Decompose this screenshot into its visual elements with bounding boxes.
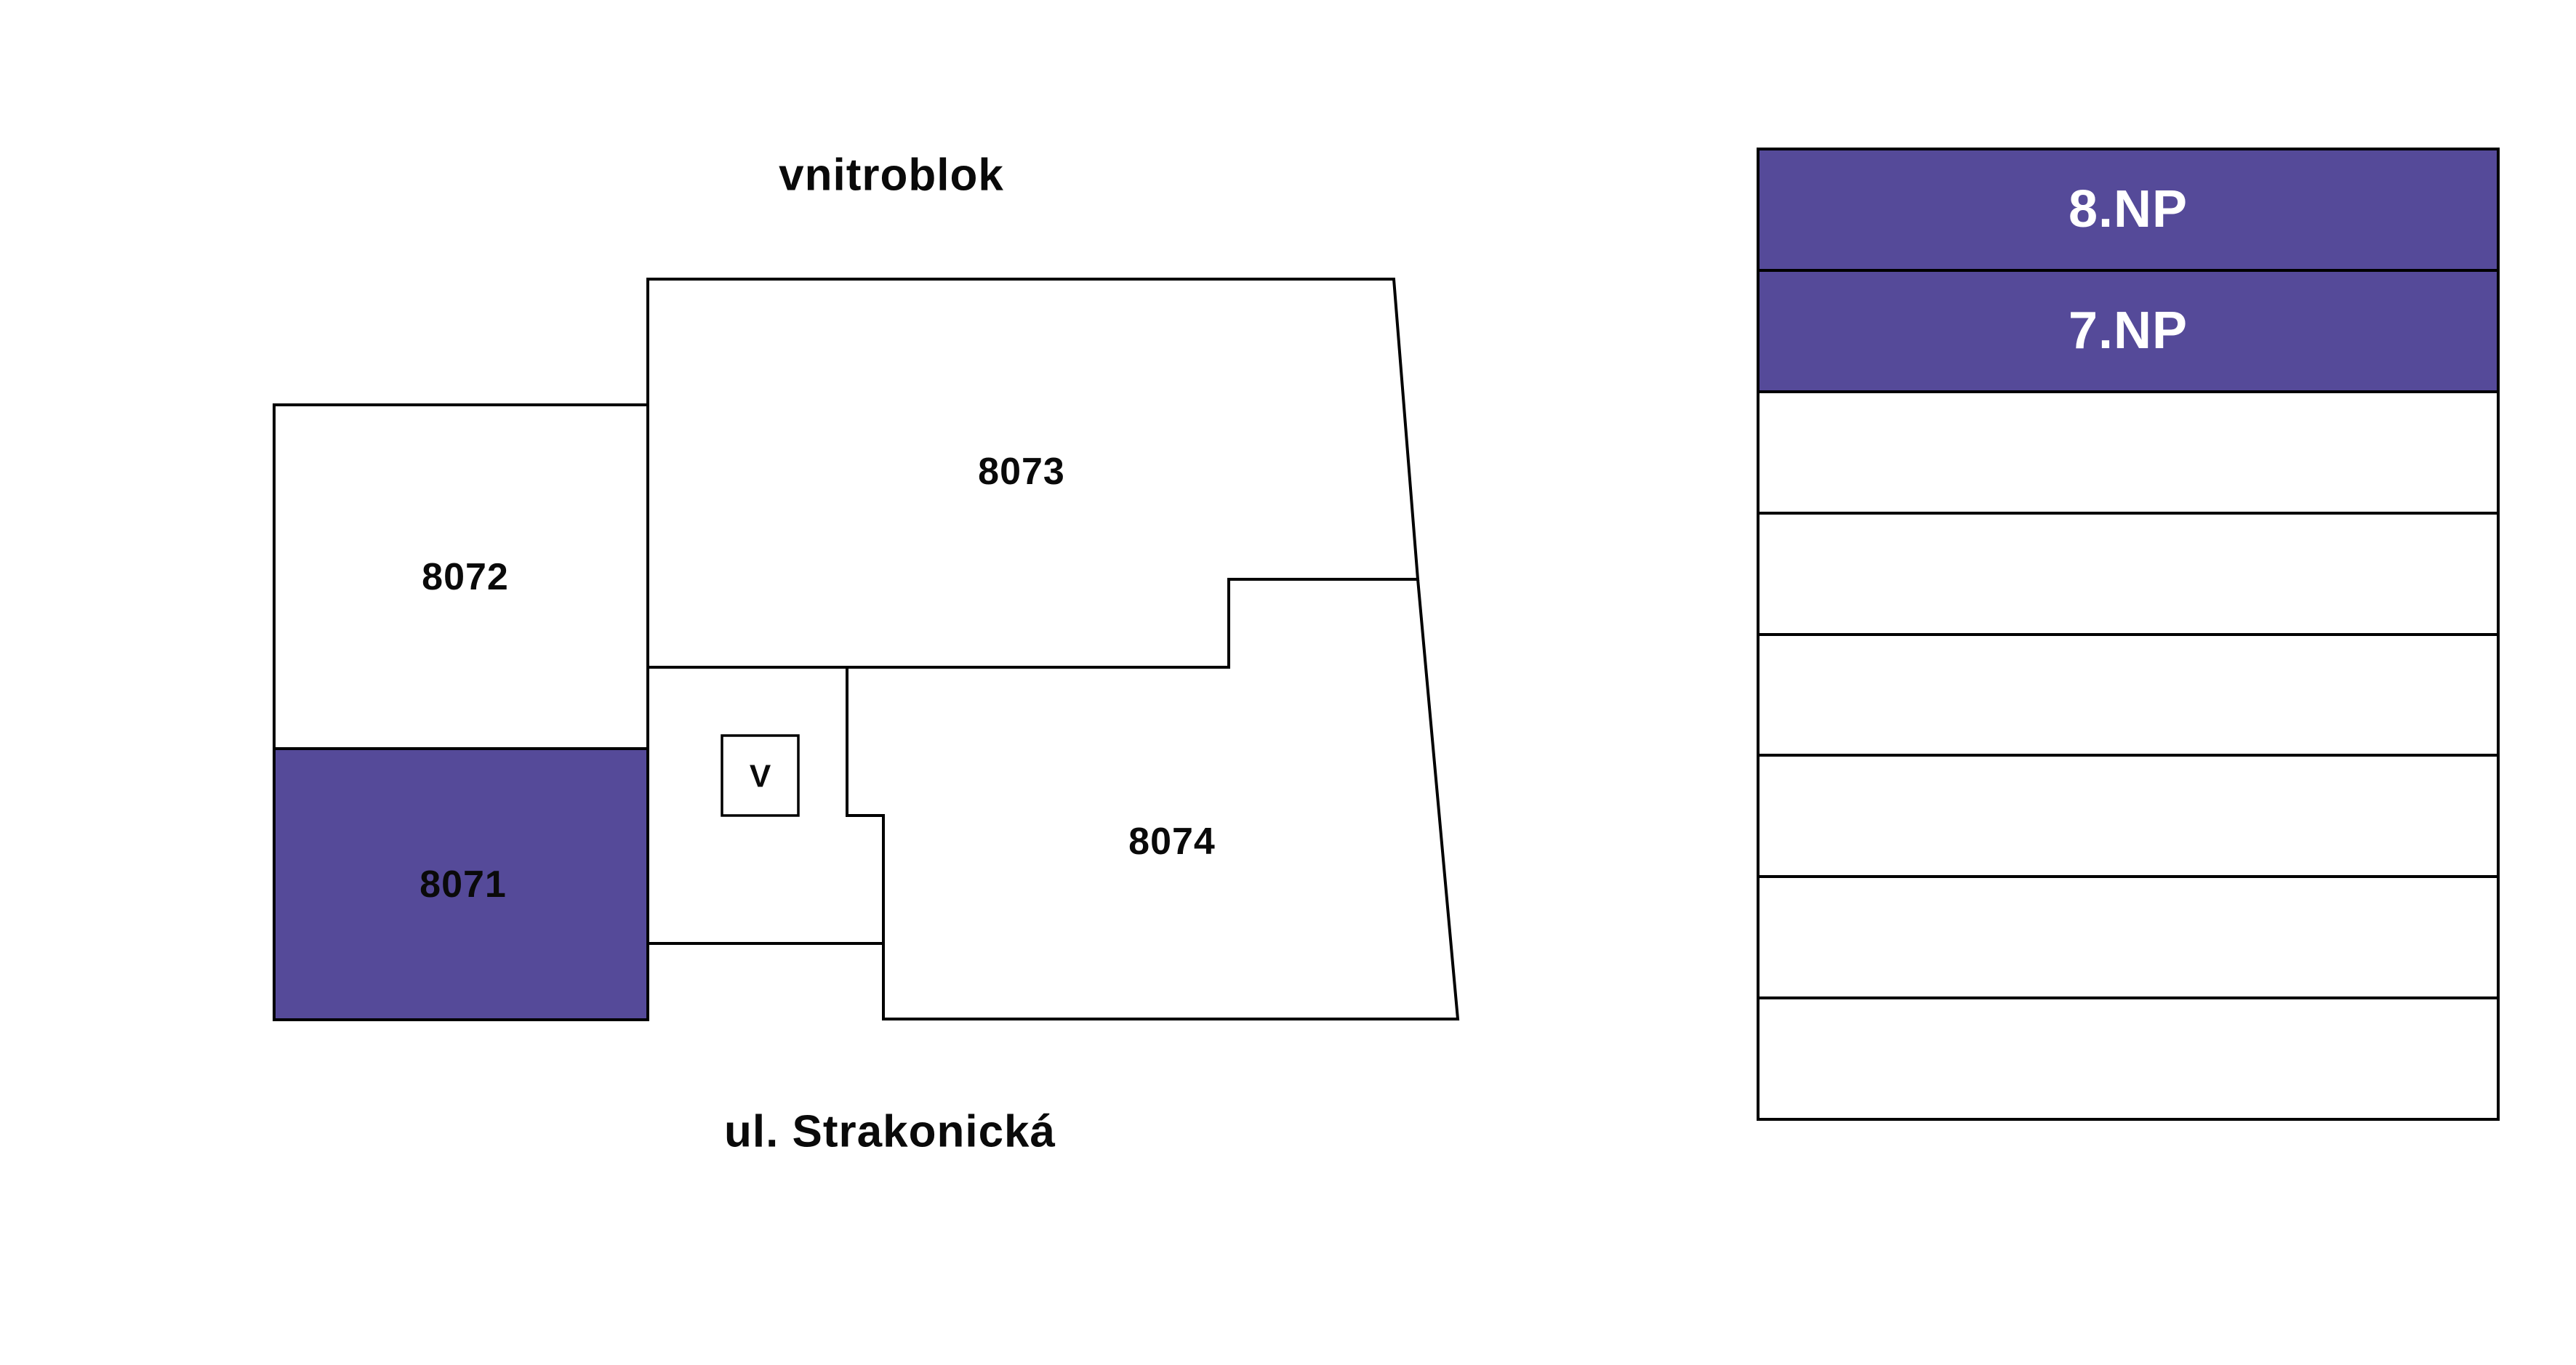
- unit-8073-label: 8073: [978, 451, 1065, 493]
- vent-label: V: [750, 759, 771, 794]
- unit-8071-shape[interactable]: [273, 747, 649, 1021]
- floor-row-label: 7.NP: [2068, 302, 2188, 361]
- floor-row-empty-5[interactable]: [1760, 878, 2497, 1000]
- street-label: ul. Strakonická: [724, 1107, 1056, 1157]
- unit-8072-label: 8072: [422, 556, 509, 598]
- floor-row-8np[interactable]: 8.NP: [1760, 150, 2497, 272]
- floor-row-empty-6[interactable]: [1760, 999, 2497, 1118]
- floor-row-empty-1[interactable]: [1760, 393, 2497, 515]
- unit-8074-shape[interactable]: [846, 578, 1460, 1020]
- floor-selector: 8.NP 7.NP: [1757, 148, 2500, 1121]
- courtyard-label: vnitroblok: [779, 150, 1004, 201]
- floor-row-empty-4[interactable]: [1760, 757, 2497, 879]
- vent-box: [721, 734, 800, 817]
- unit-8071-label: 8071: [420, 863, 507, 906]
- floor-row-7np[interactable]: 7.NP: [1760, 271, 2497, 393]
- unit-8072-shape[interactable]: [273, 403, 649, 750]
- unit-8074-label: 8074: [1128, 821, 1216, 863]
- floor-row-empty-2[interactable]: [1760, 515, 2497, 636]
- floor-row-empty-3[interactable]: [1760, 636, 2497, 757]
- floor-row-label: 8.NP: [2068, 180, 2188, 239]
